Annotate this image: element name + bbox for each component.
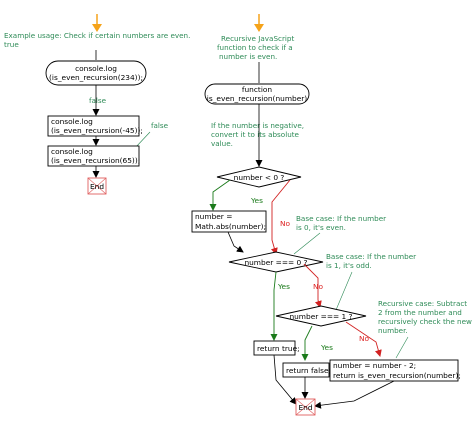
call-neg45-line-1: console.log: [51, 117, 93, 126]
base-case-one-comment: Base case: If the number is 1, it's odd.: [326, 252, 416, 270]
recurse-node: number = number - 2; return is_even_recu…: [329, 359, 461, 382]
left-comment-line-1: Example usage: Check if certain numbers …: [4, 31, 190, 40]
left-call-neg45-node: console.log (is_even_recursion(-45));: [47, 115, 143, 137]
fn-comment-line-2: function to check if a: [217, 43, 293, 52]
call-65-line-1: console.log: [51, 147, 93, 156]
function-line-2: is_even_recursion(number): [207, 94, 307, 103]
fn-comment-line-3: number is even.: [219, 52, 277, 61]
recursive-case-comment: Recursive case: Subtract 2 from the numb…: [378, 299, 472, 335]
negative-comment: If the number is negative, convert it to…: [211, 121, 304, 148]
right-function-comment: Recursive JavaScript function to check i…: [217, 34, 294, 61]
return-true-label: return true;: [257, 344, 300, 353]
function-node: function is_even_recursion(number): [204, 83, 310, 105]
function-line-1: function: [242, 85, 273, 94]
no-label-2: No: [313, 282, 324, 291]
rec-line-4: number.: [378, 326, 408, 335]
abs-line-1: number =: [195, 212, 232, 221]
decision-negative: number < 0 ?: [216, 166, 302, 188]
base-case-zero-comment: Base case: If the number is 0, it's even…: [296, 214, 386, 232]
base1-line-1: Base case: If the number: [326, 252, 416, 261]
decision-zero: number === 0 ?: [228, 251, 324, 273]
base1-line-2: is 1, it's odd.: [326, 261, 372, 270]
recurse-line-2: return is_even_recursion(number);: [333, 371, 461, 380]
neg-comment-line-2: convert it to its absolute: [211, 130, 300, 139]
rec-line-1: Recursive case: Subtract: [378, 299, 467, 308]
right-end-node: End: [295, 398, 316, 416]
no-label-3: No: [359, 334, 370, 343]
cond-negative-label: number < 0 ?: [234, 173, 285, 182]
cond-one-label: number === 1 ?: [289, 312, 352, 321]
left-call-65-node: console.log (is_even_recursion(65));: [47, 145, 140, 167]
left-end-label: End: [90, 182, 104, 191]
yes-label-2: Yes: [277, 282, 290, 291]
call-234-line-1: console.log: [75, 64, 117, 73]
recurse-line-1: number = number - 2;: [333, 361, 416, 370]
base0-line-2: is 0, it's even.: [296, 223, 346, 232]
return-true-node: return true;: [253, 340, 300, 356]
neg-comment-line-3: value.: [211, 139, 233, 148]
abs-assignment-node: number = Math.abs(number);: [191, 210, 267, 233]
left-comment-line-2: true: [4, 40, 19, 49]
return-false-node: return false;: [282, 362, 331, 378]
return-false-label: return false;: [286, 366, 331, 375]
call-234-line-2: (is_even_recursion(234));: [49, 73, 143, 82]
decision-one: number === 1 ?: [275, 305, 367, 327]
right-start-arrow-icon: [254, 14, 264, 32]
fn-comment-line-1: Recursive JavaScript: [221, 34, 294, 43]
call-65-line-2: (is_even_recursion(65));: [51, 156, 140, 165]
left-false-label-2: false: [151, 121, 169, 130]
yes-label-1: Yes: [250, 196, 263, 205]
left-call-234-node: console.log (is_even_recursion(234));: [45, 60, 147, 86]
base0-line-1: Base case: If the number: [296, 214, 386, 223]
left-end-node: End: [87, 177, 107, 195]
neg-comment-line-1: If the number is negative,: [211, 121, 304, 130]
left-start-arrow-icon: [92, 14, 102, 32]
abs-line-2: Math.abs(number);: [195, 222, 266, 231]
right-end-label: End: [298, 403, 312, 412]
left-example-comment: Example usage: Check if certain numbers …: [4, 31, 190, 49]
rec-line-3: recursively check the new: [378, 317, 472, 326]
call-neg45-line-2: (is_even_recursion(-45));: [51, 126, 143, 135]
yes-label-3: Yes: [320, 343, 333, 352]
rec-line-2: 2 from the number and: [378, 308, 462, 317]
left-false-label-1: false: [89, 96, 107, 105]
no-label-1: No: [280, 219, 291, 228]
cond-zero-label: number === 0 ?: [244, 258, 307, 267]
